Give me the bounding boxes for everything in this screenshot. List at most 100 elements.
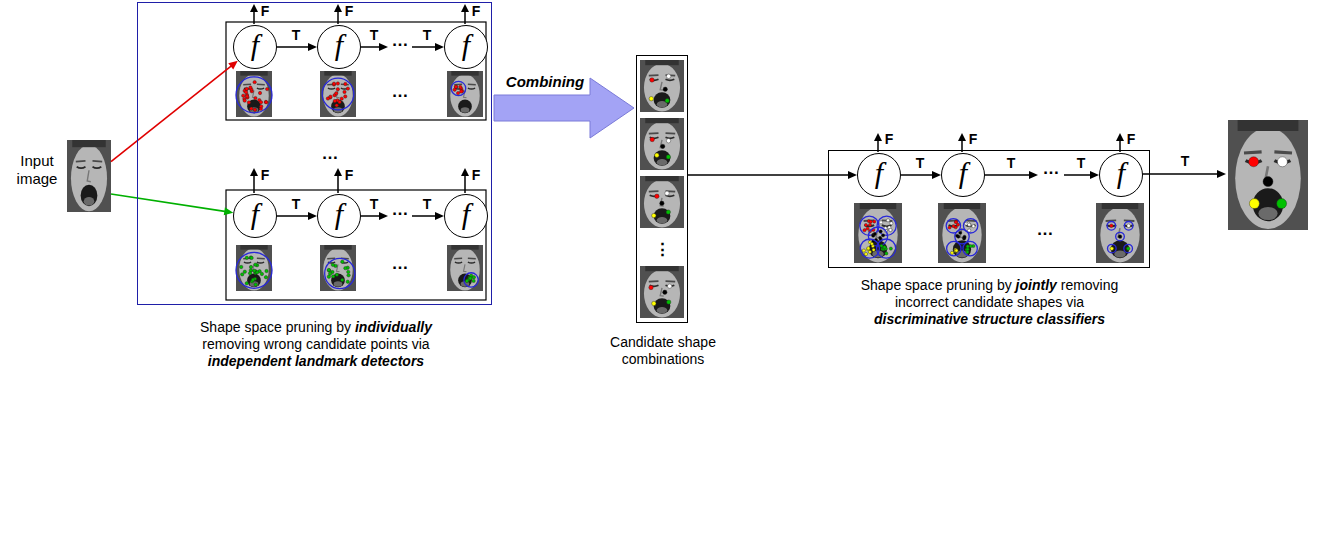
caption-word: landmark — [295, 353, 357, 369]
reject-arrow — [250, 4, 258, 24]
landmark-dot — [863, 229, 866, 232]
landmark-dot — [1126, 247, 1130, 251]
classifier-symbol: f — [335, 199, 343, 229]
landmark-dot — [265, 269, 268, 272]
landmark-dot — [1110, 224, 1114, 228]
landmark-dot — [665, 98, 669, 102]
landmark-dot — [870, 242, 873, 245]
connector — [688, 171, 857, 179]
eyebrow — [93, 160, 103, 162]
detector-stage-frame: Shape space pruning by individually remo… — [137, 2, 492, 305]
classifier-symbol: f — [1117, 158, 1125, 188]
landmark-dot — [347, 274, 350, 277]
flow-label: F — [472, 168, 481, 183]
hair — [451, 71, 478, 76]
arrowhead — [228, 61, 238, 70]
hair — [645, 176, 678, 181]
face-photo — [447, 245, 483, 291]
eyebrow — [1274, 152, 1292, 153]
photo-background — [640, 60, 684, 112]
landmark-dot — [240, 273, 243, 276]
search-region — [963, 241, 977, 255]
photo-background — [447, 245, 483, 291]
landmark-dot — [868, 250, 871, 253]
landmark-dot — [254, 283, 257, 286]
landmark-dot — [459, 85, 462, 88]
photo-background — [320, 245, 356, 291]
closed-eye — [666, 79, 675, 80]
flow-label: F — [345, 168, 354, 183]
face-skin — [644, 270, 680, 318]
landmark-dot — [954, 220, 957, 223]
hair — [240, 245, 267, 250]
connector — [985, 171, 1099, 179]
ellipsis-mark: … — [1037, 221, 1054, 240]
landmark-dot — [886, 219, 889, 222]
landmark-dot — [948, 226, 951, 229]
open-mouth — [331, 100, 345, 114]
arrowhead — [308, 212, 317, 220]
landmark-dot — [331, 263, 334, 266]
landmark-dot — [460, 89, 463, 92]
landmark-dot — [260, 272, 263, 275]
face-photo — [236, 245, 272, 291]
landmark-dot — [249, 256, 252, 259]
landmark-dot — [666, 74, 670, 78]
landmark-dot — [966, 245, 969, 248]
search-region — [1107, 221, 1116, 230]
eyebrow — [454, 258, 462, 260]
caption-word: discriminative — [874, 311, 968, 327]
tongue — [657, 159, 668, 165]
landmark-dot — [655, 153, 659, 157]
landmark-dot — [338, 100, 341, 103]
caption-word: pruning — [286, 319, 333, 335]
arrowhead — [1217, 170, 1226, 178]
hair — [324, 245, 351, 250]
landmark-dot — [265, 87, 268, 90]
caption-word: candidate — [306, 336, 367, 352]
edge-label: T — [292, 197, 301, 212]
arrowhead — [334, 4, 342, 12]
face-photo — [67, 140, 111, 212]
landmark-dot — [1110, 247, 1114, 251]
arrowhead — [874, 133, 882, 141]
tongue — [84, 197, 95, 206]
arrowhead — [461, 4, 469, 12]
landmark-dot — [264, 276, 267, 279]
caption-word: by — [997, 277, 1012, 293]
photo-background — [1228, 120, 1308, 230]
landmark-dot — [454, 85, 457, 88]
flow-label: T — [1007, 156, 1016, 171]
landmark-dot — [879, 230, 882, 233]
landmark-dot — [335, 92, 338, 95]
landmark-dot — [454, 85, 457, 88]
classifier-circle: f — [317, 194, 361, 238]
landmark-dot — [869, 220, 872, 223]
landmark-dot — [259, 100, 262, 103]
landmark-dot — [868, 223, 871, 226]
face-photo — [1096, 203, 1144, 263]
classifier-symbol: f — [959, 158, 967, 188]
landmark-dot — [667, 300, 671, 304]
classifier-circle: f — [941, 153, 985, 197]
tongue — [657, 307, 668, 313]
face-photo — [320, 71, 356, 117]
face-photo — [236, 71, 272, 117]
face-photo — [640, 266, 684, 318]
edge-label: T — [1077, 156, 1086, 171]
landmark-dot — [660, 144, 664, 148]
landmark-dot — [335, 104, 338, 107]
landmark-dot — [249, 86, 252, 89]
landmark-dot — [332, 83, 335, 86]
caption-word: wrong — [264, 336, 302, 352]
landmark-dot — [889, 228, 892, 231]
landmark-dot — [341, 278, 344, 281]
landmark-dot — [243, 99, 246, 102]
eyebrow — [257, 258, 265, 260]
connector-line — [985, 174, 1031, 176]
landmark-dot — [955, 249, 958, 252]
arrowhead — [1029, 171, 1038, 179]
arrowhead — [435, 43, 444, 51]
